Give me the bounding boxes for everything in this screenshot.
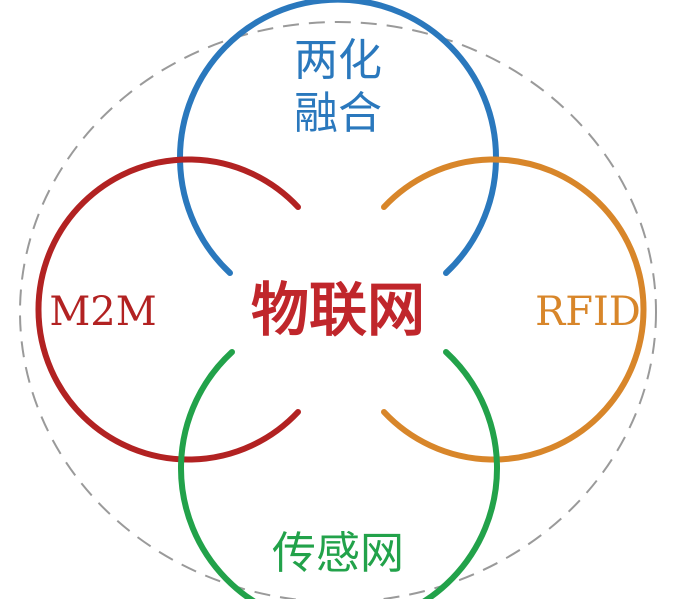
label-top-line1: 两化 xyxy=(294,35,382,86)
left-arc-red xyxy=(35,156,301,463)
label-top-line2: 融合 xyxy=(294,88,382,139)
label-left: M2M xyxy=(49,289,156,335)
bottom-arc-green xyxy=(178,349,500,599)
right-arc-orange xyxy=(381,156,647,463)
label-right: RFID xyxy=(535,289,641,335)
label-bottom: 传感网 xyxy=(272,528,404,579)
outer-dashed-circle xyxy=(19,21,657,599)
top-arc-blue xyxy=(177,0,499,276)
label-center: 物联网 xyxy=(251,276,425,344)
